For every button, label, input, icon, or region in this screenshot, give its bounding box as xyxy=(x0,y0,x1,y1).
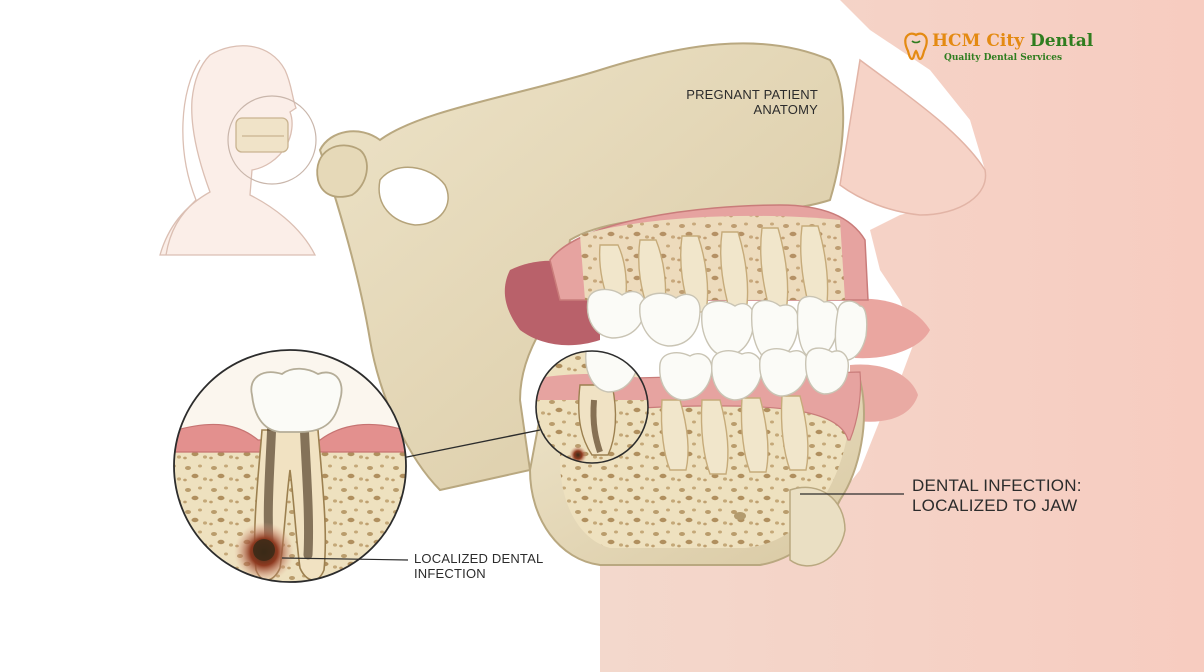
patient-jaw-highlight-circle xyxy=(227,95,317,185)
pregnant-label-line1: PREGNANT PATIENT xyxy=(686,87,818,102)
jaw-label-line1: DENTAL INFECTION: xyxy=(912,476,1082,495)
lower-roots xyxy=(660,395,809,475)
pregnant-patient-label: PREGNANT PATIENT ANATOMY xyxy=(672,87,818,118)
lower-teeth xyxy=(659,347,849,401)
lower-lip xyxy=(850,364,918,422)
chin-bone xyxy=(789,486,846,567)
jaw-infection-label: DENTAL INFECTION: LOCALIZED TO JAW xyxy=(912,476,1082,516)
mental-foramen xyxy=(734,512,746,520)
brand-logo: HCM City Dental Quality Dental Services xyxy=(902,30,1093,66)
zoomed-tooth-view xyxy=(174,350,406,582)
patient-profile-sketch xyxy=(159,45,317,256)
jaw-label-line2: LOCALIZED TO JAW xyxy=(912,496,1078,516)
coronoid-notch xyxy=(378,166,449,226)
nose xyxy=(839,58,987,216)
zoom-connector xyxy=(401,429,541,459)
localized-label-line2: INFECTION xyxy=(414,565,486,581)
localized-label-line1: LOCALIZED DENTAL xyxy=(414,551,544,566)
face-skin xyxy=(600,0,1204,672)
brand-tagline: Quality Dental Services xyxy=(944,53,1063,63)
tooth-logo-icon xyxy=(904,32,928,61)
brand-name-part1: HCM City xyxy=(932,31,1025,51)
brand-name: HCM City Dental xyxy=(932,31,1093,51)
localized-leader-line xyxy=(281,557,409,561)
small-infection-circle xyxy=(535,350,649,464)
condyle xyxy=(316,144,368,198)
pregnant-label-line2: ANATOMY xyxy=(753,101,818,117)
brand-name-part2: Dental xyxy=(1029,31,1094,51)
upper-lip xyxy=(850,298,930,359)
small-infection-view xyxy=(536,351,648,463)
localized-infection-label: LOCALIZED DENTAL INFECTION xyxy=(414,551,544,582)
zoom-circle-border xyxy=(173,349,407,583)
upper-teeth xyxy=(586,288,868,361)
